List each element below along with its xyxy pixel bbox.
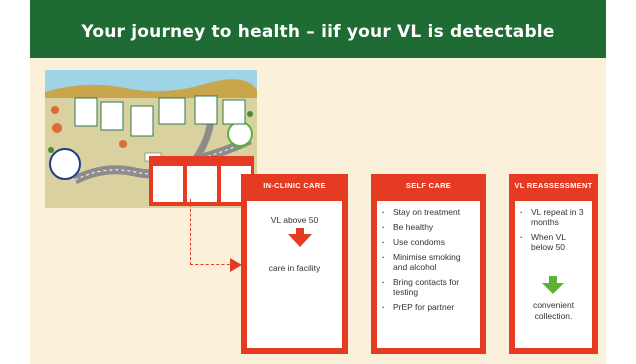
list-item: Be healthy: [381, 222, 476, 232]
map-graphic: [45, 70, 257, 208]
red-down-arrow-stem: [296, 228, 304, 235]
slide-title: Your journey to health – iif your VL is …: [81, 22, 555, 42]
list-item: Bring contacts for testing: [381, 277, 476, 297]
connector-arrowhead-icon: [230, 258, 242, 272]
vl-threshold-text: VL above 50: [270, 215, 319, 225]
card-body: VL above 50 care in facility: [247, 201, 342, 348]
list-item: Use condoms: [381, 237, 476, 247]
card-title: VL REASSESSMENT: [514, 181, 593, 190]
card-in-clinic-care: IN-CLINIC CARE VL above 50 care in facil…: [241, 174, 348, 354]
care-location-text: care in facility: [268, 263, 321, 273]
list-item: VL repeat in 3 months: [519, 207, 588, 227]
self-care-list: Stay on treatment Be healthy Use condoms…: [377, 201, 480, 312]
card-body: Stay on treatment Be healthy Use condoms…: [377, 201, 480, 348]
dashed-connector-vertical: [190, 199, 191, 265]
green-down-arrow-icon: [542, 283, 564, 294]
vl-reassessment-list: VL repeat in 3 months When VL below 50: [515, 201, 592, 252]
title-banner: Your journey to health – iif your VL is …: [30, 0, 606, 58]
red-down-arrow-icon: [288, 234, 312, 247]
card-title: SELF CARE: [405, 181, 452, 190]
card-title: IN-CLINIC CARE: [263, 181, 326, 190]
list-item: PrEP for partner: [381, 302, 476, 312]
dashed-connector-horizontal: [190, 264, 235, 265]
collection-text: convenient collection.: [532, 300, 575, 321]
green-down-arrow-stem: [549, 276, 557, 284]
card-self-care: SELF CARE Stay on treatment Be healthy U…: [371, 174, 486, 354]
card-body: VL repeat in 3 months When VL below 50 c…: [515, 201, 592, 348]
list-item: Minimise smoking and alcohol: [381, 252, 476, 272]
card-vl-reassessment: VL REASSESSMENT VL repeat in 3 months Wh…: [509, 174, 598, 354]
journey-map-illustration: [45, 70, 257, 208]
list-item: When VL below 50: [519, 232, 588, 252]
slide: Your journey to health – iif your VL is …: [30, 0, 606, 364]
list-item: Stay on treatment: [381, 207, 476, 217]
